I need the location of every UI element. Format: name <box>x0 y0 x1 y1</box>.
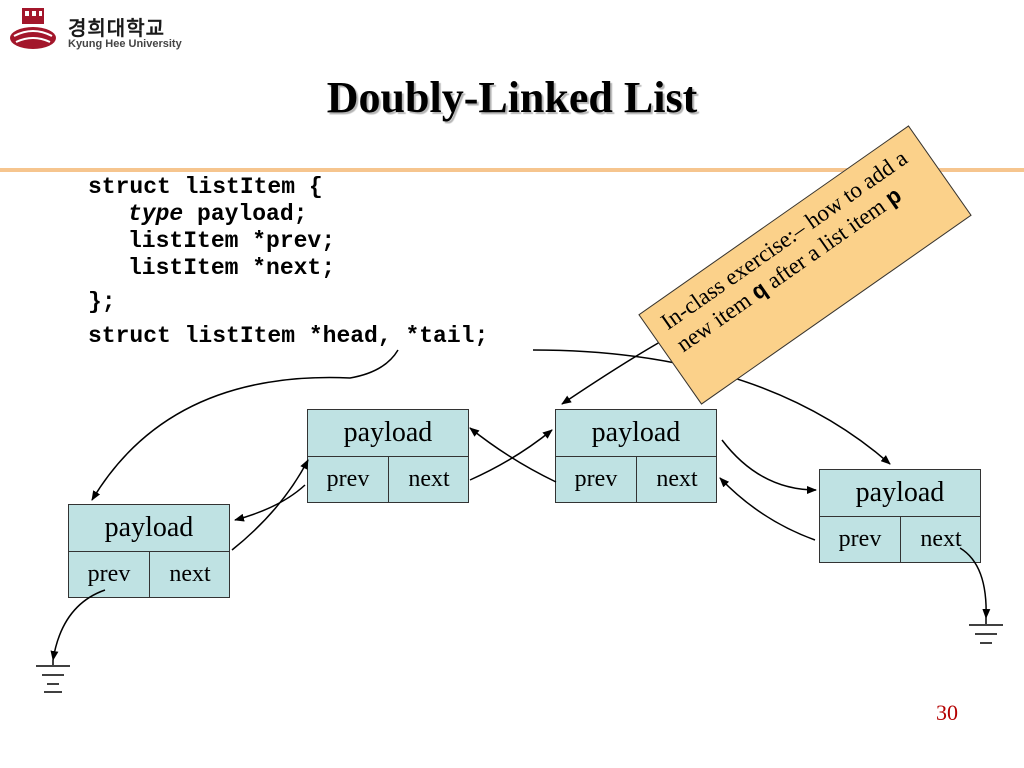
node-next: next <box>920 526 962 552</box>
university-logo: 경희대학교 Kyung Hee University <box>8 4 198 56</box>
node1-null-arrow <box>50 589 106 661</box>
ground-icon <box>969 618 1003 644</box>
code-line-4: listItem *next; <box>128 255 336 281</box>
node-next: next <box>408 466 450 492</box>
node-payload: payload <box>556 410 716 457</box>
node4-null-arrow <box>959 547 991 619</box>
code-line-2-rest: payload; <box>183 201 308 227</box>
list-node-4: payload prev next <box>819 469 981 563</box>
node4-prev-arrow <box>719 477 816 541</box>
node-prev: prev <box>820 517 901 563</box>
node-payload: payload <box>69 505 229 552</box>
code-line-3: listItem *prev; <box>128 228 336 254</box>
callout-pointer-line <box>561 341 661 405</box>
title-divider <box>0 168 1024 172</box>
logo-english-text: Kyung Hee University <box>68 38 182 50</box>
code-line-2: type payload; <box>128 201 307 228</box>
node-next: next <box>656 466 698 492</box>
code-line-5: }; <box>88 289 116 315</box>
code-line-6: struct listItem *head, *tail; <box>88 323 489 349</box>
node3-prev-arrow <box>469 427 557 483</box>
node2-prev-arrow <box>234 484 306 522</box>
node-next: next <box>169 561 211 587</box>
node-payload: payload <box>308 410 468 457</box>
node3-next-arrow <box>721 439 817 494</box>
list-node-3: payload prev next <box>555 409 717 503</box>
university-seal-icon <box>10 8 56 49</box>
list-node-1: payload prev next <box>68 504 230 598</box>
node2-next-arrow <box>469 429 553 481</box>
node1-next-arrow <box>231 459 309 551</box>
code-type-keyword: type <box>128 201 184 227</box>
head-pointer-arrow <box>91 349 399 501</box>
page-number: 30 <box>936 700 958 725</box>
node-prev: prev <box>556 457 637 503</box>
node-prev: prev <box>308 457 389 503</box>
list-node-2: payload prev next <box>307 409 469 503</box>
slide-title: Doubly-Linked List <box>326 73 698 122</box>
logo-korean-text: 경희대학교 <box>68 16 165 40</box>
node-prev: prev <box>69 552 150 598</box>
code-line-1: struct listItem { <box>88 174 323 200</box>
node-payload: payload <box>820 470 980 517</box>
ground-icon <box>36 660 70 693</box>
